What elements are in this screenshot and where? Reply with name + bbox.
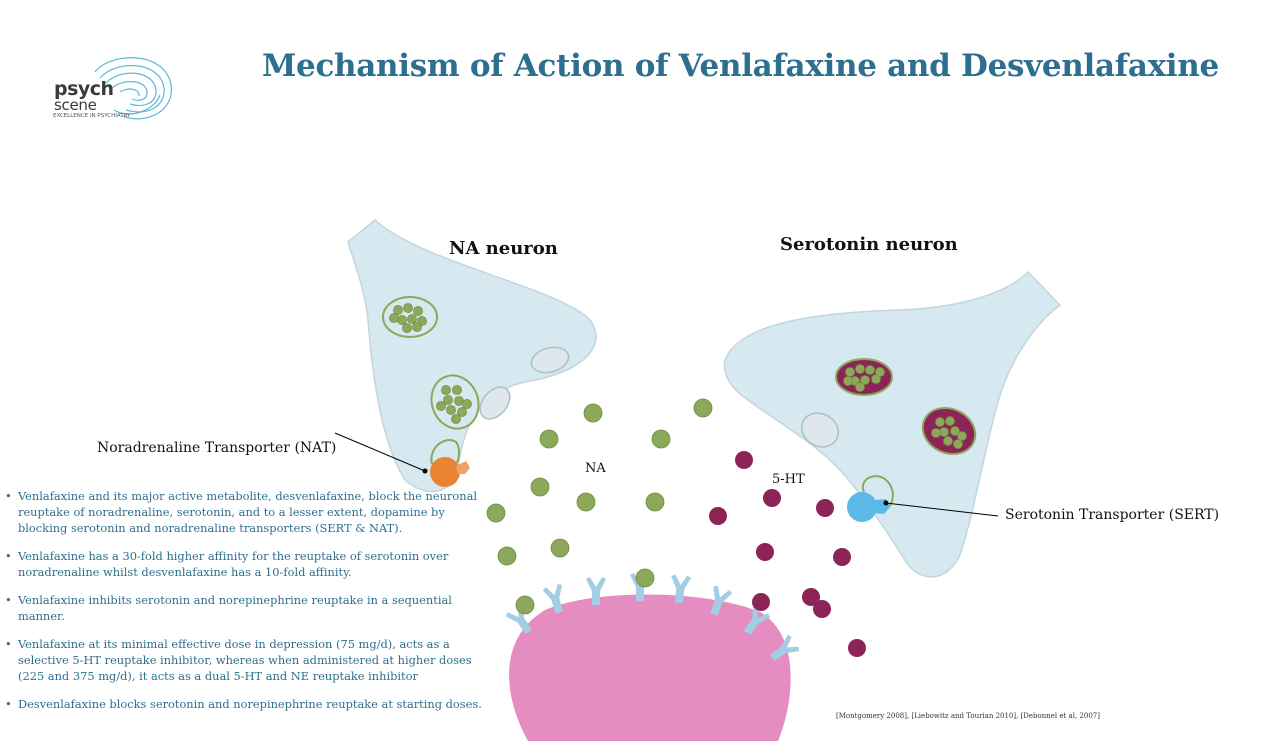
empty-vesicle: [479, 386, 511, 420]
serotonin-molecules: [709, 451, 866, 657]
na-molecule: [539, 429, 559, 449]
serotonin-molecule: [735, 451, 753, 469]
na-cleft-label: NA: [585, 461, 606, 476]
bullet-item: Venlafaxine and its major active metabol…: [5, 488, 495, 536]
serotonin-molecule: [763, 489, 781, 507]
nat-leader-dot: [422, 468, 428, 474]
serotonin-molecule: [802, 588, 820, 606]
receptor-icon: [586, 577, 606, 605]
nat-transporter-icon: [430, 439, 470, 487]
na-neuron: [347, 219, 597, 493]
references: [Montgomery 2008], [Liebowitz and Touria…: [836, 712, 1100, 720]
receptor-icon: [505, 604, 533, 635]
nat-label: Noradrenaline Transporter (NAT): [97, 440, 337, 456]
bullet-item: Venlafaxine inhibits serotonin and norep…: [5, 592, 495, 624]
na-vesicle: [382, 296, 438, 338]
bullet-list: Venlafaxine and its major active metabol…: [5, 488, 495, 724]
empty-vesicle: [530, 346, 570, 374]
receptor-icon: [769, 634, 800, 662]
sert-label: Serotonin Transporter (SERT): [1005, 507, 1220, 523]
ht-cleft-label: 5-HT: [772, 472, 805, 487]
receptor-icon: [542, 583, 563, 614]
na-molecule: [530, 477, 550, 497]
na-neuron-label: NA neuron: [449, 238, 558, 259]
bullet-item: Venlafaxine at its minimal effective dos…: [5, 636, 495, 684]
na-molecule: [576, 492, 596, 512]
serotonin-molecule: [848, 639, 866, 657]
na-molecule: [550, 538, 570, 558]
brain-swirl-icon: [94, 57, 172, 120]
na-molecule: [693, 398, 713, 418]
receptor-icon: [710, 585, 733, 616]
serotonin-vesicle: [921, 407, 977, 455]
sert-leader-dot: [883, 500, 889, 506]
serotonin-molecule: [756, 543, 774, 561]
na-molecule: [635, 568, 655, 588]
bullet-item: Desvenlafaxine blocks serotonin and nore…: [5, 696, 495, 712]
logo-brand-top: psych: [54, 78, 114, 100]
na-molecule: [651, 429, 671, 449]
na-molecule: [645, 492, 665, 512]
nat-leader-line: [334, 432, 426, 472]
serotonin-vesicle: [835, 358, 893, 396]
serotonin-neuron: [723, 270, 1062, 578]
serotonin-molecule: [816, 499, 834, 517]
logo-tagline: EXCELLENCE IN PSYCHIATRY: [53, 113, 131, 119]
na-molecule: [583, 403, 603, 423]
serotonin-molecule: [752, 593, 770, 611]
serotonin-neuron-label: Serotonin neuron: [780, 234, 958, 255]
na-molecule: [497, 546, 517, 566]
receptor-icon: [671, 574, 692, 604]
serotonin-molecule: [813, 600, 831, 618]
empty-vesicle: [800, 412, 840, 448]
na-vesicle: [430, 374, 480, 430]
sert-leader-line: [885, 502, 999, 517]
na-molecule: [515, 595, 535, 615]
bullet-item: Venlafaxine has a 30-fold higher affinit…: [5, 548, 495, 580]
receptor-icon: [743, 605, 771, 636]
postsynaptic-neuron: [509, 594, 791, 741]
logo-brand-bottom: scene: [54, 96, 97, 114]
serotonin-molecule: [709, 507, 727, 525]
psychscene-logo: psych scene EXCELLENCE IN PSYCHIATRY: [50, 50, 180, 130]
serotonin-molecule: [833, 548, 851, 566]
slide-title: Mechanism of Action of Venlafaxine and D…: [262, 48, 1219, 84]
na-molecules: [486, 398, 713, 615]
